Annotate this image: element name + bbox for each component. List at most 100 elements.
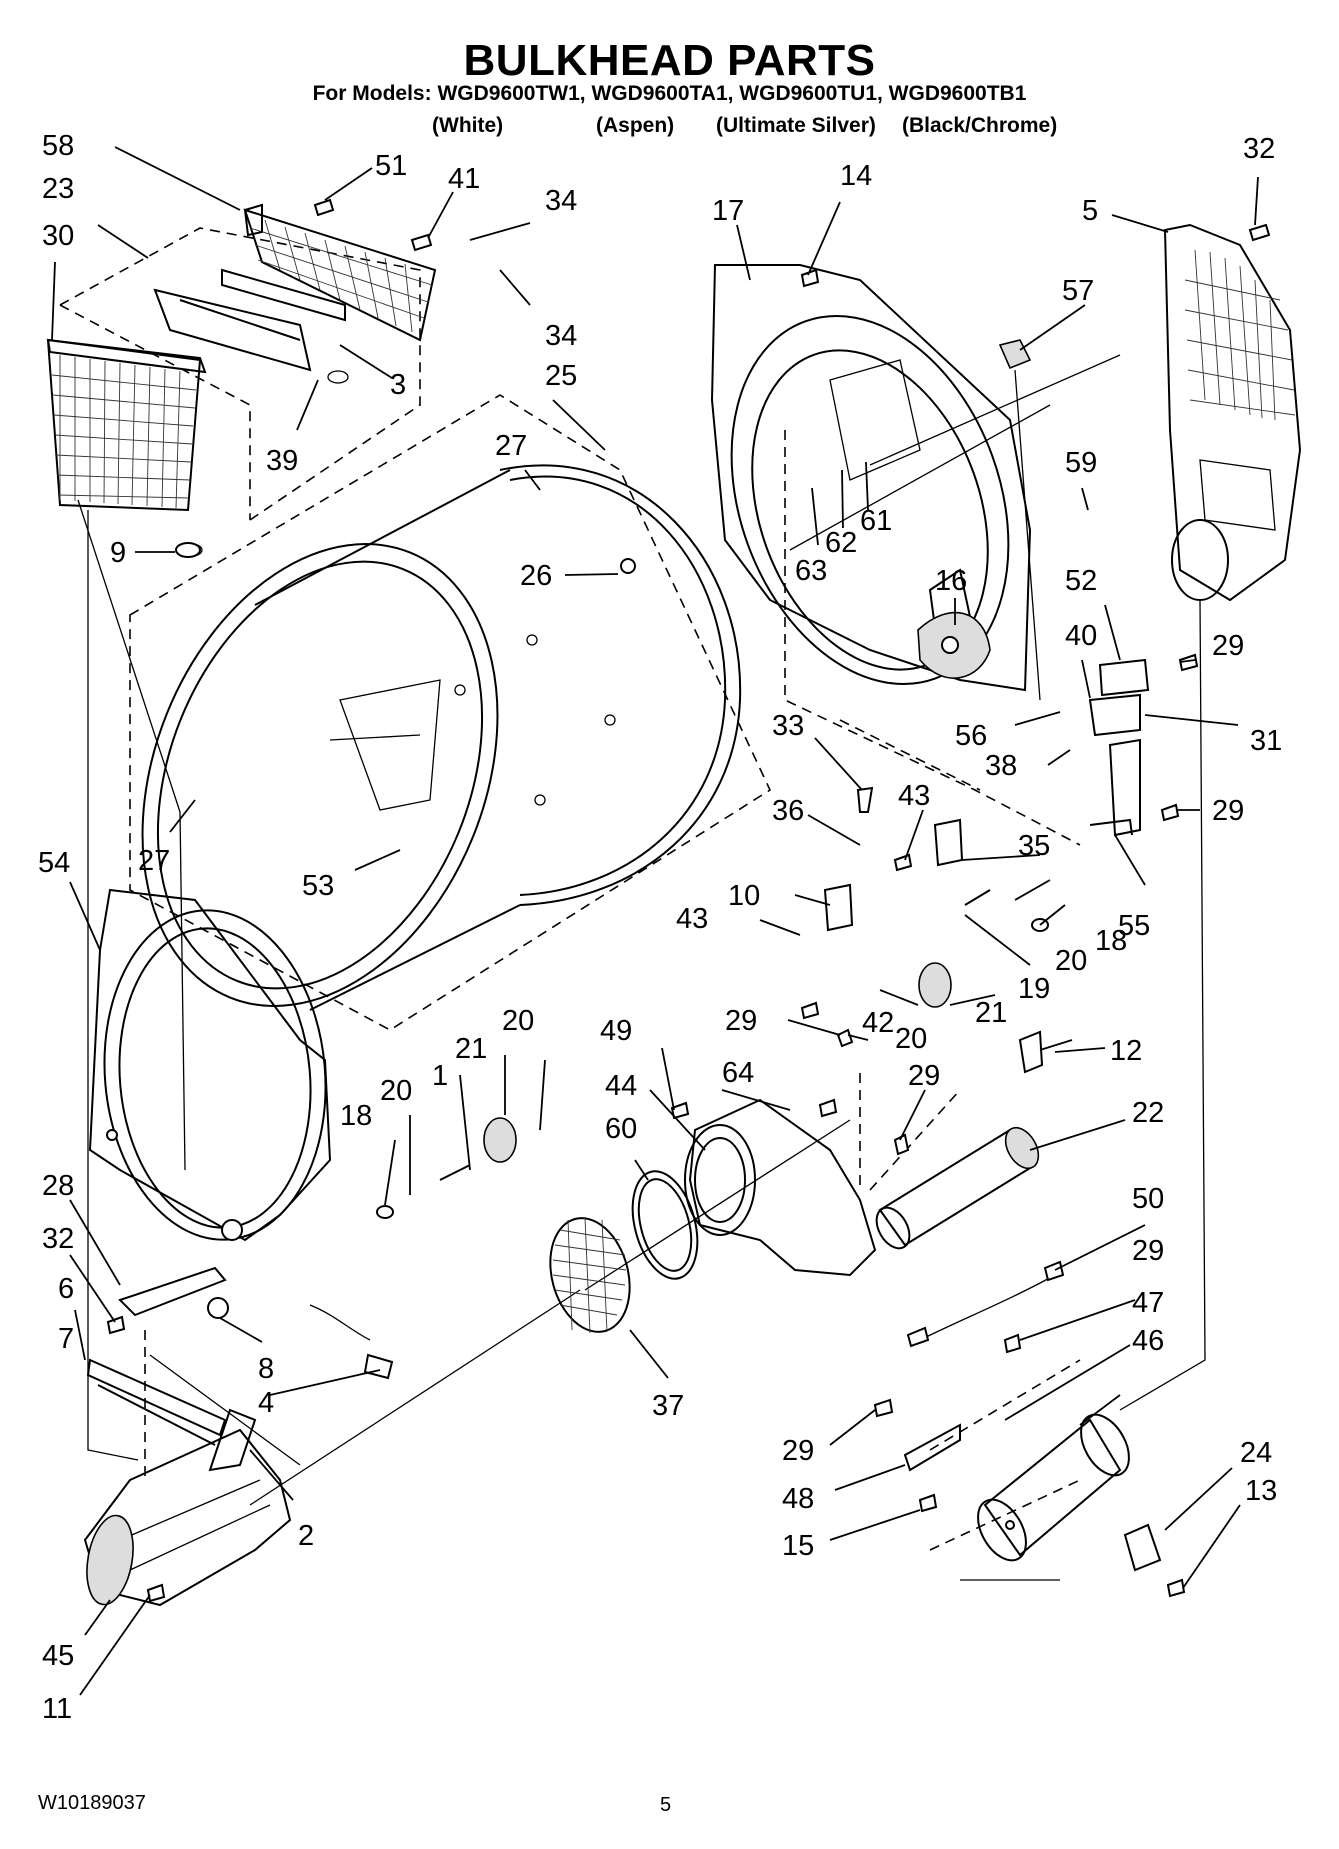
callout-26: 26 <box>520 560 552 592</box>
front-bulkhead <box>88 888 332 1242</box>
page-title: BULKHEAD PARTS <box>463 36 876 85</box>
callout-38: 38 <box>985 750 1017 782</box>
lint-housing <box>153 268 349 557</box>
callout-50: 50 <box>1132 1183 1164 1215</box>
models-line: For Models: WGD9600TW1, WGD9600TA1, WGD9… <box>312 82 1027 105</box>
callout-29: 29 <box>1132 1235 1164 1267</box>
blower-wheel <box>549 1217 631 1334</box>
callout-21: 21 <box>975 997 1007 1029</box>
callout-20: 20 <box>1055 945 1087 977</box>
callout-34: 34 <box>545 185 577 217</box>
callout-39: 39 <box>266 445 298 477</box>
callout-29: 29 <box>782 1435 814 1467</box>
callout-22: 22 <box>1132 1097 1164 1129</box>
rear-panel <box>1163 223 1302 602</box>
callout-6: 6 <box>58 1273 74 1305</box>
callout-44: 44 <box>605 1070 637 1102</box>
callout-34: 34 <box>545 320 577 352</box>
callout-1: 1 <box>432 1060 448 1092</box>
blower-housing <box>631 1098 877 1280</box>
callout-28: 28 <box>42 1170 74 1202</box>
callout-48: 48 <box>782 1483 814 1515</box>
callout-60: 60 <box>605 1113 637 1145</box>
callout-4: 4 <box>258 1387 274 1419</box>
callout-21: 21 <box>455 1033 487 1065</box>
callout-45: 45 <box>42 1640 74 1672</box>
combustion-chamber <box>977 1413 1130 1562</box>
burner-tube <box>875 1126 1040 1250</box>
callout-3: 3 <box>390 369 406 401</box>
callout-20: 20 <box>380 1075 412 1107</box>
callout-36: 36 <box>772 795 804 827</box>
callout-20: 20 <box>502 1005 534 1037</box>
variant-black-chrome: (Black/Chrome) <box>902 114 1058 137</box>
callout-29: 29 <box>725 1005 757 1037</box>
callout-12: 12 <box>1110 1035 1142 1067</box>
callout-15: 15 <box>782 1530 814 1562</box>
callout-33: 33 <box>772 710 804 742</box>
leader-lines <box>51 146 1259 1696</box>
rear-bulkhead <box>710 264 1032 692</box>
callout-29: 29 <box>1212 630 1244 662</box>
callout-2: 2 <box>298 1520 314 1552</box>
callout-46: 46 <box>1132 1325 1164 1357</box>
callout-56: 56 <box>955 720 987 752</box>
callout-10: 10 <box>728 880 760 912</box>
callout-42: 42 <box>862 1007 894 1039</box>
callout-19: 19 <box>1018 973 1050 1005</box>
variant-white: (White) <box>432 114 504 137</box>
callout-51: 51 <box>375 150 407 182</box>
callout-17: 17 <box>712 195 744 227</box>
callout-37: 37 <box>652 1390 684 1422</box>
seals <box>86 1266 257 1472</box>
callout-23: 23 <box>42 173 74 205</box>
callout-43: 43 <box>676 903 708 935</box>
document-number: W10189037 <box>38 1792 146 1814</box>
lint-screen <box>46 338 207 512</box>
callout-20: 20 <box>895 1023 927 1055</box>
callout-29: 29 <box>1212 795 1244 827</box>
callout-7: 7 <box>58 1323 74 1355</box>
callout-41: 41 <box>448 163 480 195</box>
alignment-lines <box>77 354 1206 1581</box>
callout-5: 5 <box>1082 195 1098 227</box>
callout-29: 29 <box>908 1060 940 1092</box>
callout-14: 14 <box>840 160 872 192</box>
callout-27: 27 <box>138 845 170 877</box>
callout-13: 13 <box>1245 1475 1277 1507</box>
callout-59: 59 <box>1065 447 1097 479</box>
page-number: 5 <box>660 1794 672 1816</box>
callout-8: 8 <box>258 1353 274 1385</box>
variant-ultimate-silver: (Ultimate Silver) <box>716 114 876 137</box>
callout-30: 30 <box>42 220 74 252</box>
callout-11: 11 <box>42 1693 72 1725</box>
callout-24: 24 <box>1240 1437 1272 1469</box>
callout-55: 55 <box>1118 910 1150 942</box>
callout-43: 43 <box>898 780 930 812</box>
small-hardware <box>106 198 1271 1603</box>
callout-9: 9 <box>110 537 126 569</box>
callout-52: 52 <box>1065 565 1097 597</box>
callout-47: 47 <box>1132 1287 1164 1319</box>
callout-27: 27 <box>495 430 527 462</box>
callout-25: 25 <box>545 360 577 392</box>
drum <box>141 464 742 1011</box>
callout-49: 49 <box>600 1015 632 1047</box>
callout-31: 31 <box>1250 725 1282 757</box>
callout-62: 62 <box>825 527 857 559</box>
lint-duct <box>83 1428 292 1607</box>
callout-54: 54 <box>38 847 70 879</box>
callout-61: 61 <box>860 505 892 537</box>
callout-64: 64 <box>722 1057 754 1089</box>
lint-grille <box>243 203 437 342</box>
callout-35: 35 <box>1018 830 1050 862</box>
callout-58: 58 <box>42 130 74 162</box>
valve-cluster <box>998 339 1150 837</box>
assembly-guide-lines <box>59 227 1081 1551</box>
callout-16: 16 <box>935 565 967 597</box>
variant-aspen: (Aspen) <box>596 114 675 137</box>
callout-32: 32 <box>42 1223 74 1255</box>
callout-labels: 58 51 41 34 23 30 3 34 39 25 27 9 26 27 … <box>38 130 1282 1725</box>
callout-18: 18 <box>340 1100 372 1132</box>
